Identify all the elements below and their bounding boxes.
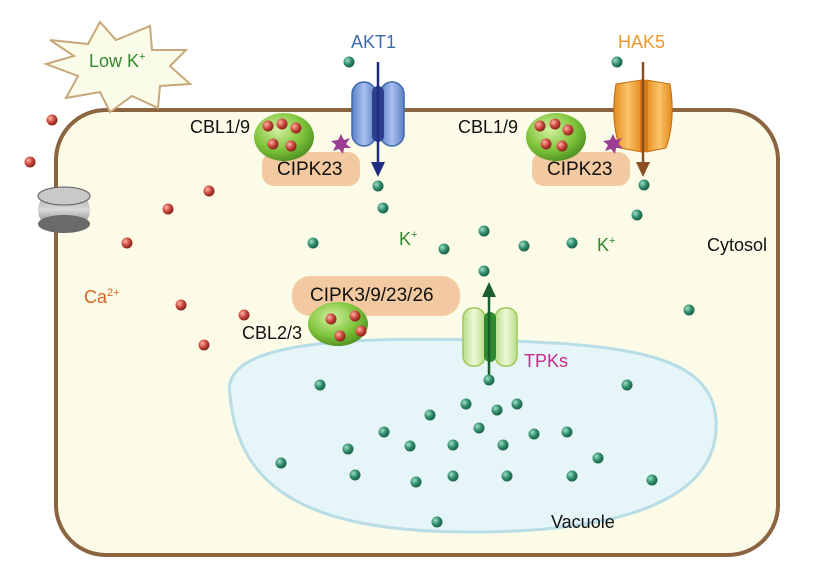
calcium-ion: [556, 140, 568, 152]
low-k-burst: [42, 20, 193, 114]
potassium-ion: [501, 470, 513, 482]
potassium-ion: [307, 237, 319, 249]
center-cbl-label: CBL2/3: [242, 323, 303, 343]
calcium-ion: [162, 203, 174, 215]
potassium-ion: [478, 225, 490, 237]
calcium-ion: [121, 237, 133, 249]
low-k-label: Low K+: [89, 51, 146, 71]
potassium-ion: [592, 452, 604, 464]
potassium-ion: [377, 202, 389, 214]
calcium-ion: [325, 313, 337, 325]
potassium-ion: [447, 439, 459, 451]
potassium-ion: [410, 476, 422, 488]
calcium-ion: [355, 325, 367, 337]
potassium-ion: [646, 474, 658, 486]
potassium-ion: [431, 516, 443, 528]
potassium-ion: [378, 426, 390, 438]
potassium-ion: [518, 240, 530, 252]
potassium-ion: [483, 374, 495, 386]
potassium-ion: [404, 440, 416, 452]
potassium-ion: [447, 470, 459, 482]
potassium-ion: [511, 398, 523, 410]
potassium-ion: [491, 404, 503, 416]
calcium-ion: [549, 118, 561, 130]
potassium-ion: [561, 426, 573, 438]
ions-layer: [24, 56, 695, 528]
calcium-ion: [203, 185, 215, 197]
calcium-ion: [349, 310, 361, 322]
calcium-ion: [198, 339, 210, 351]
tpks-label: TPKs: [524, 351, 569, 371]
potassium-ion: [343, 56, 355, 68]
potassium-ion: [528, 428, 540, 440]
potassium-ion: [349, 469, 361, 481]
potassium-ion: [438, 243, 450, 255]
hak5-arrow: [636, 62, 650, 177]
potassium-ion: [611, 56, 623, 68]
calcium-ion: [175, 299, 187, 311]
calcium-ion: [267, 138, 279, 150]
right-cipk-label: CIPK23: [547, 159, 613, 180]
calcium-ion: [24, 156, 36, 168]
calcium-ion: [540, 138, 552, 150]
akt1-arrow: [371, 62, 385, 177]
left-phospho-star: [331, 134, 351, 154]
left-cbl-label: CBL1/9: [190, 117, 251, 137]
potassium-ion: [621, 379, 633, 391]
k-label-right: K+: [597, 235, 616, 255]
potassium-ion: [566, 237, 578, 249]
calcium-ion: [262, 120, 274, 132]
calcium-ion: [285, 140, 297, 152]
calcium-ion: [562, 124, 574, 136]
cytosol-label: Cytosol: [707, 235, 768, 255]
left-cipk-label: CIPK23: [277, 159, 343, 180]
potassium-ion: [342, 443, 354, 455]
potassium-ion: [314, 379, 326, 391]
vacuole: [227, 337, 718, 534]
akt1-channel: [351, 81, 405, 147]
calcium-ion: [276, 118, 288, 130]
calcium-ion: [238, 309, 250, 321]
right-cbl-label: CBL1/9: [458, 117, 519, 137]
calcium-channel-icon: [37, 186, 91, 233]
potassium-ion: [372, 180, 384, 192]
center-cipk-label: CIPK3/9/23/26: [310, 285, 434, 306]
right-phospho-star: [603, 134, 623, 154]
potassium-ion: [631, 209, 643, 221]
potassium-ion: [473, 422, 485, 434]
potassium-ion: [638, 179, 650, 191]
potassium-ion: [566, 470, 578, 482]
potassium-ion: [497, 439, 509, 451]
calcium-ion: [46, 114, 58, 126]
vacuole-label: Vacuole: [551, 512, 615, 532]
tpk-channel: [462, 307, 518, 367]
potassium-ion: [478, 265, 490, 277]
k-label-left: K+: [399, 229, 418, 249]
hak5-label: HAK5: [618, 32, 666, 52]
ca-label: Ca2+: [84, 287, 120, 307]
calcium-ion: [290, 122, 302, 134]
potassium-ion: [460, 398, 472, 410]
potassium-ion: [275, 457, 287, 469]
calcium-ion: [534, 120, 546, 132]
calcium-ion: [334, 330, 346, 342]
potassium-ion: [683, 304, 695, 316]
tpk-arrow: [482, 282, 496, 380]
akt1-label: AKT1: [351, 32, 397, 52]
potassium-ion: [424, 409, 436, 421]
